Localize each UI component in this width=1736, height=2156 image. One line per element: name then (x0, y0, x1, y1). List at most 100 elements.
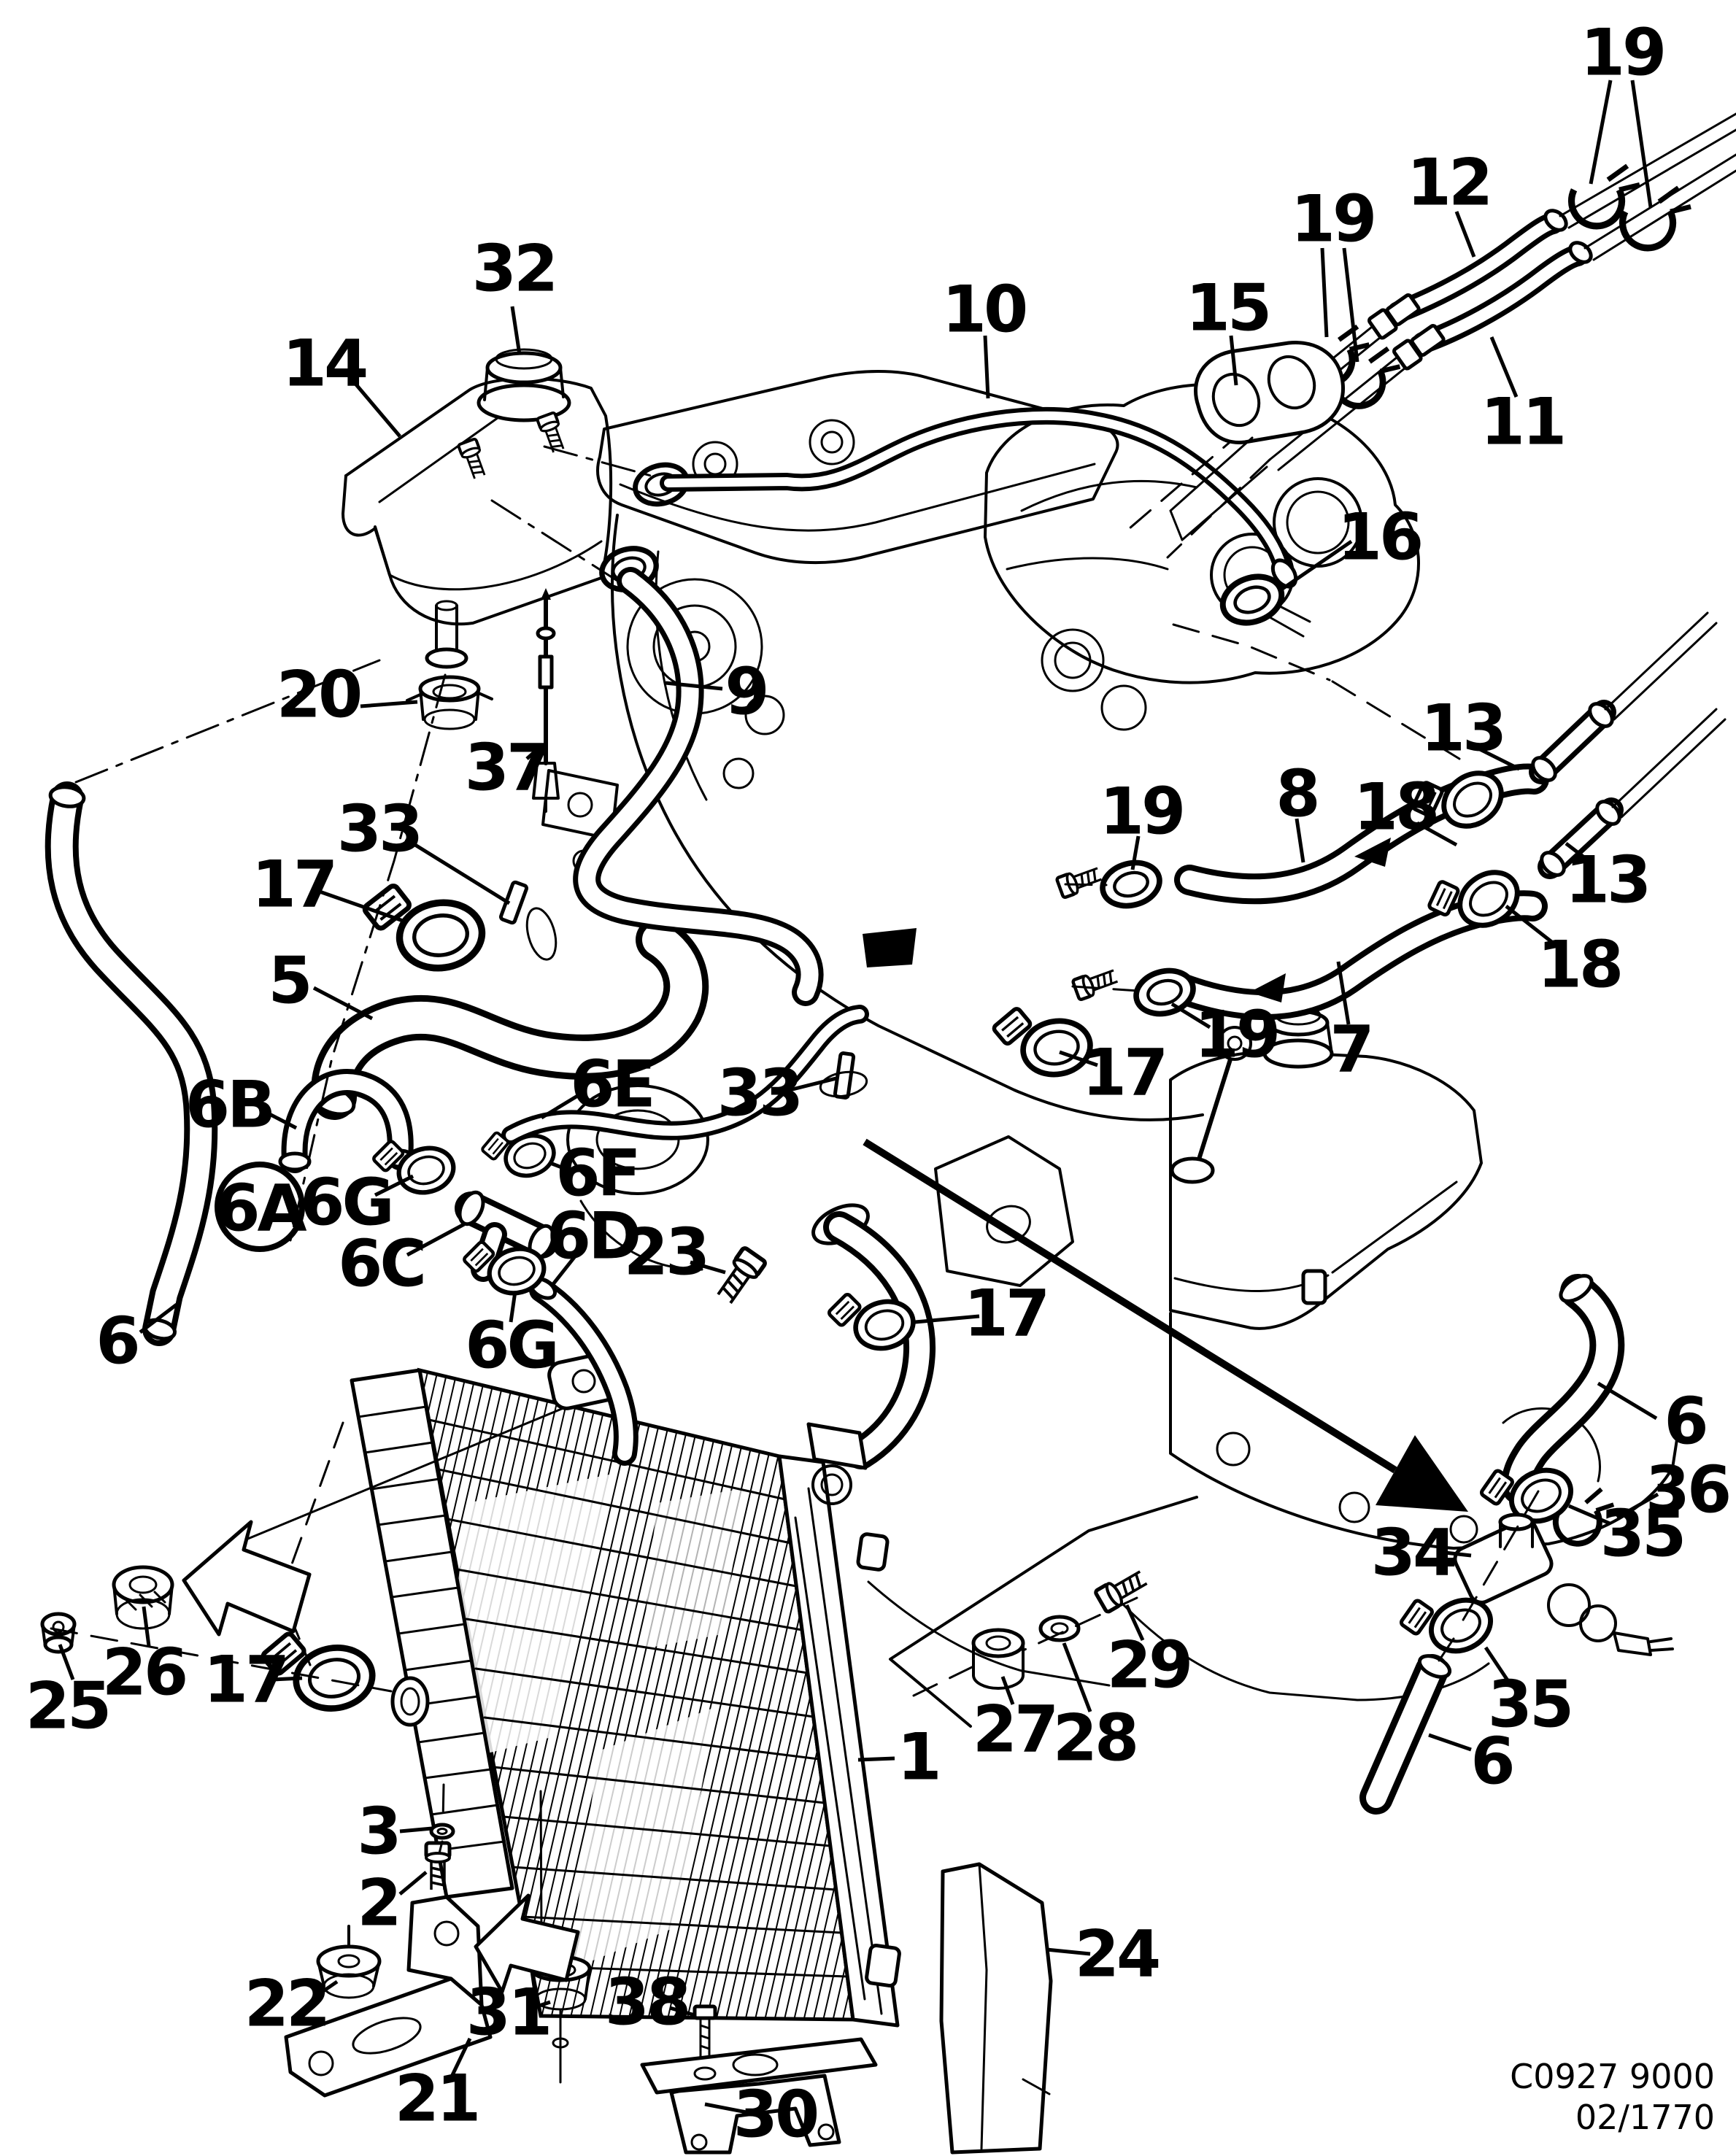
callout-14: 14 (282, 326, 366, 401)
callout-6D: 6D (547, 1199, 639, 1274)
drawing-code-line1: C0927 9000 (1510, 2057, 1715, 2096)
callout-18: 18 (1354, 770, 1437, 845)
leader-line (272, 1676, 303, 1682)
leader-line (1444, 1550, 1472, 1558)
callout-28: 28 (1053, 1701, 1136, 1776)
callout-18: 18 (1538, 927, 1621, 1002)
callout-21: 21 (395, 2061, 478, 2136)
leader-line (914, 1314, 980, 1324)
tank-cap-flange (477, 383, 571, 422)
leader-line (450, 2037, 472, 2076)
callout-6: 6 (1664, 1384, 1705, 1459)
leader-line (350, 378, 401, 438)
callout-2: 2 (357, 1866, 398, 1941)
callout-36: 36 (1646, 1453, 1729, 1528)
callout-17: 17 (204, 1642, 287, 1718)
callout-33: 33 (717, 1056, 801, 1131)
callout-13: 13 (1421, 691, 1504, 766)
callout-22: 22 (244, 1966, 328, 2041)
flow-arrow (1249, 973, 1286, 1002)
callout-11: 11 (1481, 385, 1564, 460)
leader-line (857, 1756, 895, 1762)
leader-lines (58, 80, 1659, 2115)
leader-line (139, 1303, 178, 1334)
leader-line (1130, 835, 1141, 870)
leader-line (58, 1644, 75, 1680)
expansion-tank (342, 348, 692, 813)
callout-25: 25 (26, 1669, 109, 1744)
callout-6F: 6F (555, 1136, 638, 1211)
radiator-outlet (390, 1676, 430, 1727)
leader-line (704, 2102, 751, 2115)
radiator-tank (777, 1454, 900, 2028)
leader-line (1336, 961, 1351, 1025)
callout-32: 32 (472, 231, 555, 306)
callout-19: 19 (1291, 182, 1374, 257)
washer-3 (429, 1823, 455, 1840)
leader-line (510, 306, 522, 355)
callout-37: 37 (465, 730, 548, 805)
cable-tie-33 (498, 880, 558, 961)
leader-line (312, 986, 374, 1021)
callout-19: 19 (1581, 15, 1664, 90)
callout-33: 33 (337, 792, 420, 867)
clamps-and-fittings (360, 154, 1695, 1670)
callout-35: 35 (1600, 1496, 1683, 1572)
leader-line (1000, 1676, 1015, 1705)
leader-line (1589, 80, 1613, 185)
clamp-17 (989, 996, 1094, 1084)
drain-plug-20 (406, 675, 493, 730)
leader-line (1280, 539, 1353, 592)
leader-line (374, 1174, 414, 1197)
leader-line (1062, 1642, 1092, 1712)
callout-7: 7 (1330, 1012, 1371, 1087)
callout-34: 34 (1371, 1515, 1455, 1591)
leader-line (1059, 1050, 1098, 1067)
leader-line (789, 1076, 837, 1092)
leader-line (1320, 247, 1329, 338)
leader-line (669, 2006, 695, 2017)
callout-3: 3 (357, 1794, 398, 1869)
callout-24: 24 (1075, 1917, 1159, 1992)
leader-line (1565, 842, 1592, 864)
cable-tie-33 (819, 1051, 868, 1100)
callout-6G: 6G (465, 1308, 556, 1383)
callout-6E: 6E (570, 1047, 652, 1122)
callout-30: 30 (733, 2077, 817, 2152)
leader-line (399, 1826, 433, 1834)
radiator (350, 1352, 901, 2028)
engine-block (541, 370, 1680, 1701)
callout-6A: 6A (215, 1171, 306, 1246)
tank-outlet-stub (435, 604, 458, 655)
callout-38: 38 (605, 1965, 688, 2040)
callout-31: 31 (466, 1975, 549, 2050)
leader-line (1616, 1492, 1659, 1520)
callout-12: 12 (1407, 145, 1490, 220)
leader-line (1489, 336, 1519, 398)
callout-16: 16 (1338, 500, 1421, 575)
clamp-17 (360, 873, 487, 978)
callout-6C: 6C (338, 1226, 424, 1302)
leader-line (665, 681, 723, 691)
baffle-24 (939, 1862, 1053, 2155)
callout-6B: 6B (185, 1067, 273, 1143)
bushing-22 (316, 1925, 382, 1999)
callout-6: 6 (1470, 1724, 1512, 1799)
bracket-30 (640, 2037, 878, 2155)
flow-arrow (1354, 838, 1391, 867)
reference-lines (74, 623, 1468, 1994)
leader-line (398, 1871, 428, 1896)
leader-line (258, 1107, 298, 1130)
leader-line (1454, 211, 1476, 258)
seal-19 (1131, 965, 1197, 1020)
leader-line (1416, 821, 1458, 847)
callout-6G: 6G (300, 1165, 391, 1240)
callout-1: 1 (897, 1720, 938, 1795)
callout-26: 26 (102, 1635, 185, 1710)
callout-9: 9 (725, 654, 766, 730)
seal-19 (1097, 857, 1164, 912)
exhaust-downpipe (811, 1203, 919, 1453)
callout-20: 20 (277, 657, 360, 733)
leader-line (312, 1979, 339, 2000)
